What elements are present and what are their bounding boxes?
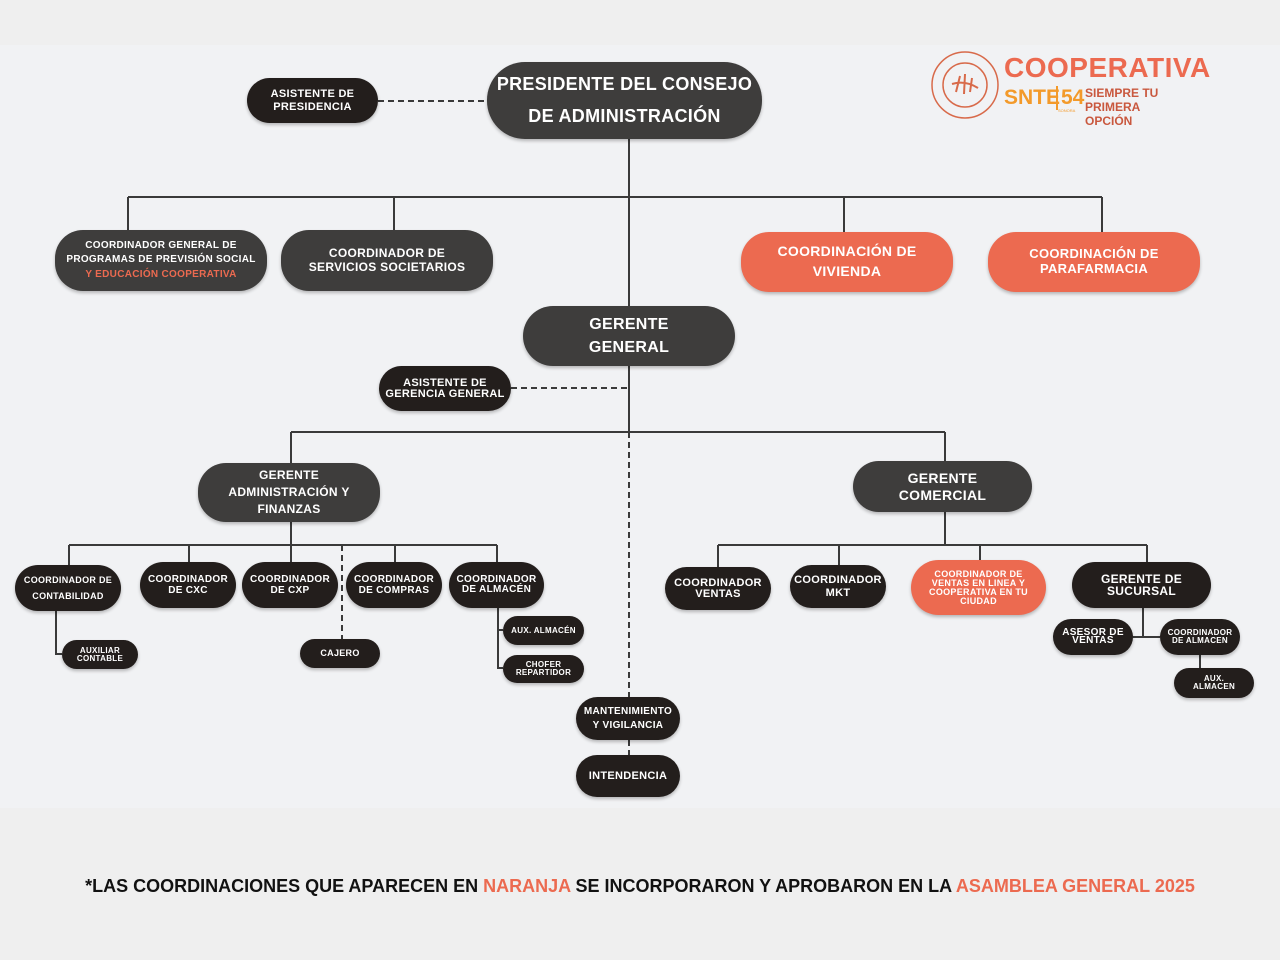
- node-aux-almacen: AUX. ALMACÉN: [503, 616, 584, 645]
- node-coord-almacen: COORDINADOR DE ALMACÉN: [449, 562, 544, 608]
- node-asesor-ventas: ASESOR DE VENTAS: [1053, 619, 1133, 655]
- node-coord-ventas: COORDINADOR VENTAS: [665, 567, 771, 610]
- node-asistente-gerencia: ASISTENTE DE GERENCIA GENERAL: [379, 366, 511, 411]
- node-coord-ventas-linea: COORDINADOR DE VENTAS EN LINEA Y COOPERA…: [911, 560, 1046, 615]
- node-aux-almacen-sucursal: AUX. ALMACEN: [1174, 668, 1254, 698]
- logo-number: 54: [1056, 86, 1084, 110]
- logo-tagline-2: PRIMERA OPCIÓN: [1085, 100, 1140, 128]
- footer-highlight-naranja: NARANJA: [483, 876, 571, 896]
- footer-part-1: *LAS COORDINACIONES QUE APARECEN EN: [85, 876, 484, 896]
- footer-highlight-asamblea: ASAMBLEA GENERAL 2025: [955, 876, 1195, 896]
- node-auxiliar-contable: AUXILIAR CONTABLE: [62, 640, 138, 669]
- node-coord-cxp: COORDINADOR DE CXP: [242, 562, 338, 608]
- node-coord-prevision-social: COORDINADOR GENERAL DE PROGRAMAS DE PREV…: [55, 230, 267, 291]
- node-coord-cxc: COORDINADOR DE CXC: [140, 562, 236, 608]
- footer-note: *LAS COORDINACIONES QUE APARECEN EN NARA…: [0, 876, 1280, 897]
- node-gerente-administracion: GERENTE ADMINISTRACIÓN Y FINANZAS: [198, 463, 380, 522]
- node-coord-prevision-label: COORDINADOR GENERAL DE PROGRAMAS DE PREV…: [66, 239, 256, 266]
- logo-tagline-1: SIEMPRE TU: [1085, 86, 1159, 100]
- logo-brand: SNTE: [1004, 86, 1061, 109]
- node-mantenimiento-vigilancia: MANTENIMIENTO Y VIGILANCIA: [576, 697, 680, 740]
- node-servicios-societarios: COORDINADOR DE SERVICIOS SOCIETARIOS: [281, 230, 493, 291]
- cooperativa-logo: COOPERATIVA SNTE 54 SONORA SIEMPRE TU PR…: [930, 50, 1210, 128]
- node-coord-contabilidad: COORDINADOR DE CONTABILIDAD: [15, 565, 121, 611]
- seal-icon: [931, 51, 999, 119]
- footer-part-2: SE INCORPORARON Y APROBARON EN LA: [570, 876, 956, 896]
- node-gerente-general: GERENTE GENERAL: [523, 306, 735, 366]
- node-chofer-repartidor: CHOFER REPARTIDOR: [503, 655, 584, 683]
- node-gerente-sucursal: GERENTE DE SUCURSAL: [1072, 562, 1211, 608]
- node-coord-compras: COORDINADOR DE COMPRAS: [346, 562, 442, 608]
- node-cajero: CAJERO: [300, 639, 380, 668]
- node-intendencia: INTENDENCIA: [576, 755, 680, 797]
- node-coordinacion-parafarmacia: COORDINACIÓN DE PARAFARMACIA: [988, 232, 1200, 292]
- logo-region: SONORA: [1058, 108, 1076, 113]
- org-chart-area: [0, 45, 1280, 808]
- logo-title: COOPERATIVA: [1004, 52, 1211, 83]
- node-asistente-presidencia: ASISTENTE DE PRESIDENCIA: [247, 78, 378, 123]
- node-coord-mkt: COORDINADOR MKT: [790, 565, 886, 608]
- node-coord-prevision-sub: Y EDUCACIÓN COOPERATIVA: [85, 268, 237, 280]
- node-gerente-comercial: GERENTE COMERCIAL: [853, 461, 1032, 512]
- node-presidente: PRESIDENTE DEL CONSEJO DE ADMINISTRACIÓN: [487, 62, 762, 139]
- node-coordinacion-vivienda: COORDINACIÓN DE VIVIENDA: [741, 232, 953, 292]
- node-coord-almacen-sucursal: COORDINADOR DE ALMACEN: [1160, 619, 1240, 655]
